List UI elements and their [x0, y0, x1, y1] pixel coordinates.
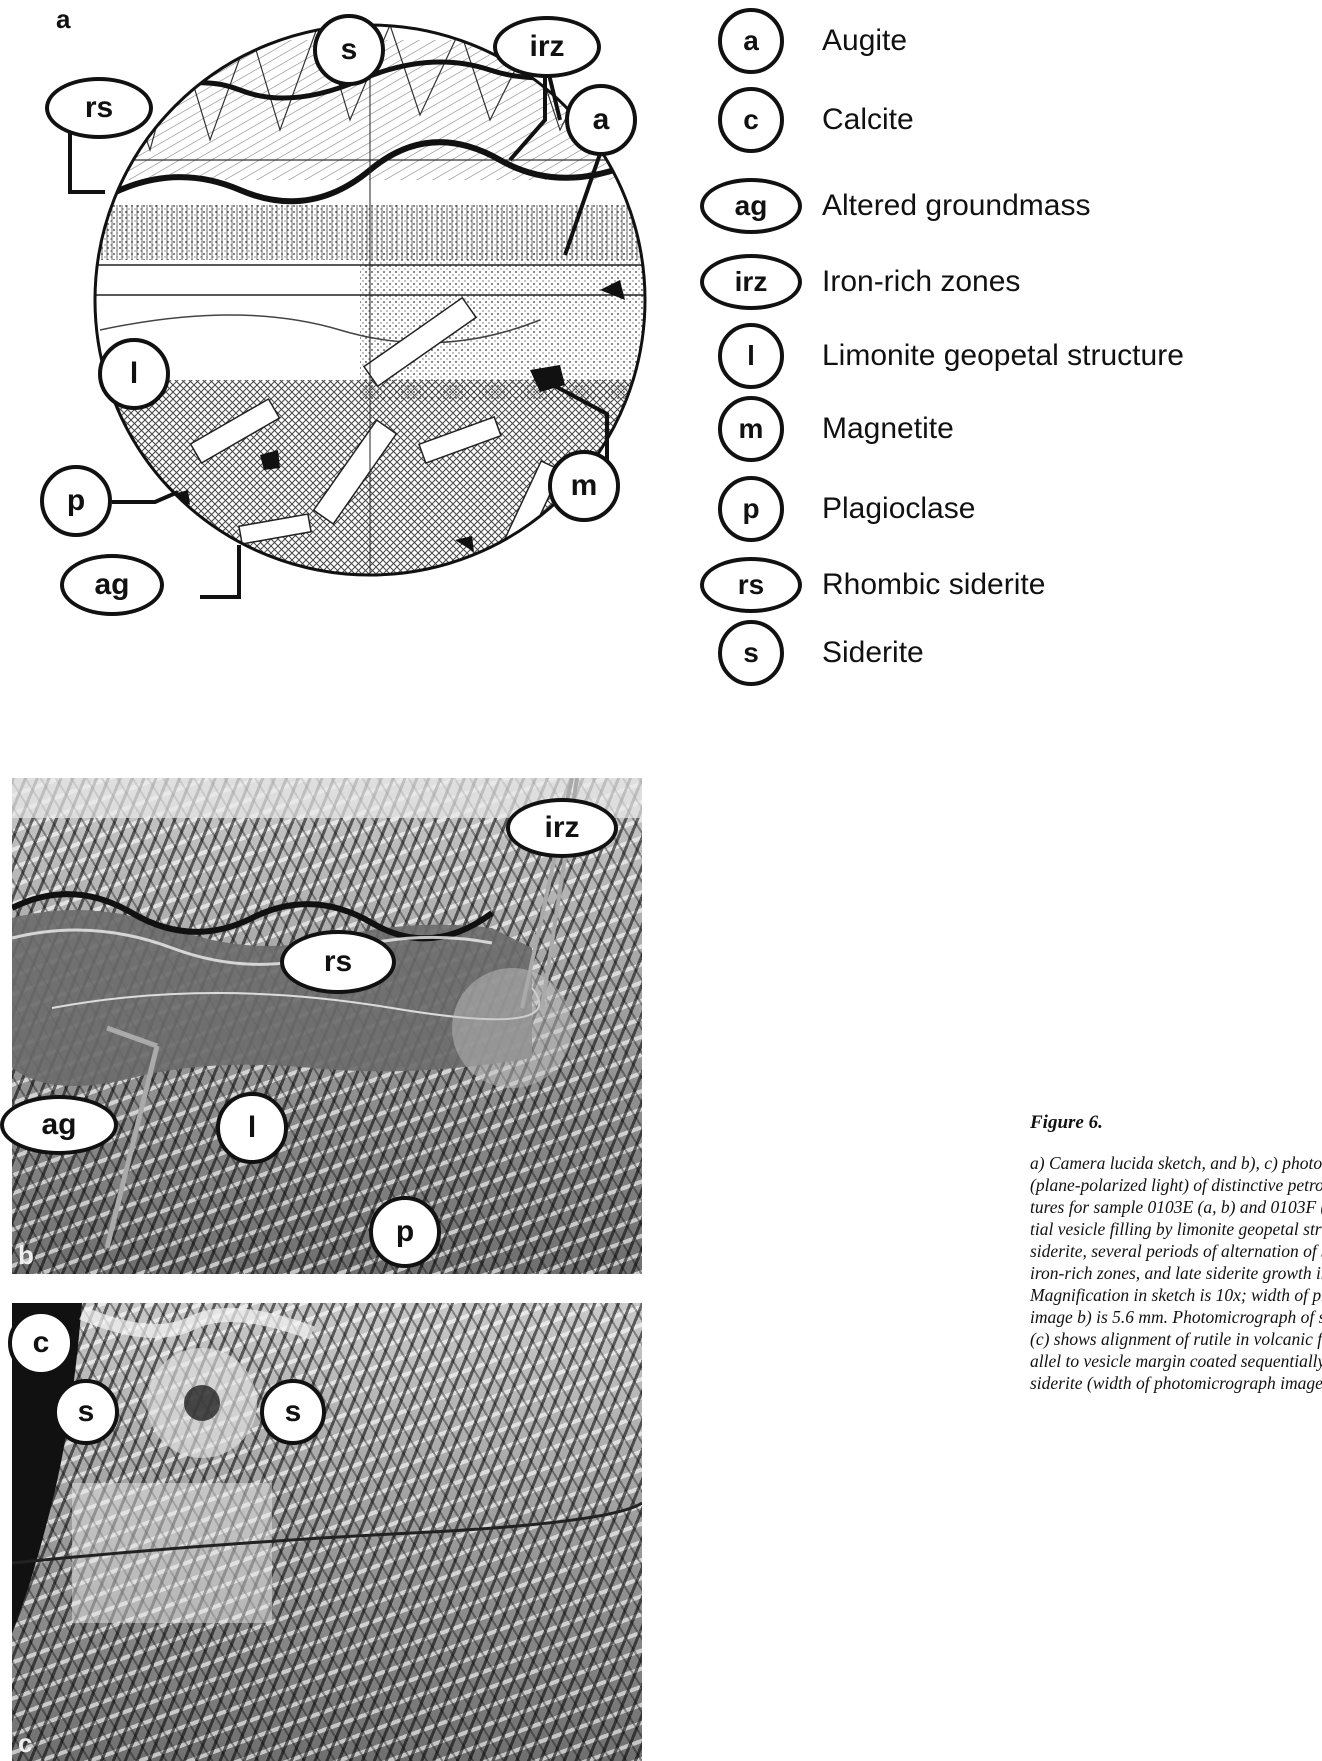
legend-label: Magnetite: [822, 412, 954, 446]
photo-b-label-ag: ag: [0, 1095, 118, 1155]
sketch-label-ag: ag: [60, 554, 164, 616]
sketch-label-m: m: [548, 450, 620, 522]
photo-b-label-rs: rs: [280, 930, 396, 994]
legend-item-magnetite: m Magnetite: [700, 396, 802, 462]
legend-label: Augite: [822, 24, 907, 58]
photomicrograph-c: [12, 1303, 642, 1761]
photo-c-label-s1: s: [53, 1379, 119, 1445]
legend-item-rhombic-siderite: rs Rhombic siderite: [700, 557, 802, 613]
photo-c-texture: [12, 1303, 642, 1761]
panel-letter-b: b: [18, 1240, 34, 1271]
legend-symbol: a: [718, 8, 784, 74]
legend-label: Siderite: [822, 636, 924, 670]
caption-line: iron-rich zones, and late siderite growt…: [1030, 1262, 1322, 1284]
photo-b-label-l: l: [216, 1092, 288, 1164]
legend-item-plagioclase: p Plagioclase: [700, 476, 802, 542]
caption-line: (plane-polarized light) of distinctive p…: [1030, 1174, 1322, 1196]
caption-line: siderite, several periods of alternation…: [1030, 1240, 1322, 1262]
legend: a Augite c Calcite ag Altered groundmass…: [700, 0, 1322, 700]
legend-label: Rhombic siderite: [822, 568, 1045, 602]
photo-c-label-c: c: [8, 1310, 74, 1376]
sketch-label-l: l: [98, 338, 170, 410]
caption-line: image b) is 5.6 mm. Photomicrograph of s…: [1030, 1306, 1322, 1328]
sketch-label-a: a: [565, 84, 637, 156]
legend-symbol: l: [718, 323, 784, 389]
sketch-label-p: p: [40, 465, 112, 537]
caption-line: tial vesicle filling by limonite geopeta…: [1030, 1218, 1322, 1240]
legend-symbol: ag: [700, 178, 802, 234]
legend-symbol: rs: [700, 557, 802, 613]
legend-symbol: m: [718, 396, 784, 462]
sketch-label-rs: rs: [45, 77, 153, 139]
legend-label: Limonite geopetal structure: [822, 339, 1184, 373]
panel-letter-c: c: [18, 1728, 32, 1759]
legend-label: Altered groundmass: [822, 189, 1090, 223]
caption-title: Figure 6.: [1030, 1112, 1322, 1134]
legend-item-limonite-geopetal-structure: l Limonite geopetal structure: [700, 323, 802, 389]
legend-symbol: c: [718, 87, 784, 153]
legend-symbol: irz: [700, 254, 802, 310]
photo-b-label-irz: irz: [506, 798, 618, 858]
legend-item-siderite: s Siderite: [700, 620, 802, 686]
legend-symbol: p: [718, 476, 784, 542]
legend-item-iron-rich-zones: irz Iron-rich zones: [700, 254, 802, 310]
caption-line: (c) shows alignment of rutile in volcani…: [1030, 1328, 1322, 1350]
caption-line: Magnification in sketch is 10x; width of…: [1030, 1284, 1322, 1306]
caption-line: tures for sample 0103E (a, b) and 0103F …: [1030, 1196, 1322, 1218]
caption-line: siderite (width of photomicrograph image…: [1030, 1372, 1322, 1394]
legend-symbol: s: [718, 620, 784, 686]
caption-line: allel to vesicle margin coated sequentia…: [1030, 1350, 1322, 1372]
sketch-label-irz: irz: [493, 16, 601, 78]
legend-item-augite: a Augite: [700, 8, 802, 74]
photo-c-label-s2: s: [260, 1379, 326, 1445]
photo-b-label-p: p: [369, 1196, 441, 1268]
legend-item-altered-groundmass: ag Altered groundmass: [700, 178, 802, 234]
legend-label: Plagioclase: [822, 492, 975, 526]
figure-caption: Figure 6. a) Camera lucida sketch, and b…: [1030, 1112, 1322, 1394]
legend-label: Calcite: [822, 103, 914, 137]
legend-label: Iron-rich zones: [822, 265, 1020, 299]
caption-line: a) Camera lucida sketch, and b), c) phot…: [1030, 1152, 1322, 1174]
sketch-label-s: s: [313, 14, 385, 86]
legend-item-calcite: c Calcite: [700, 87, 802, 153]
